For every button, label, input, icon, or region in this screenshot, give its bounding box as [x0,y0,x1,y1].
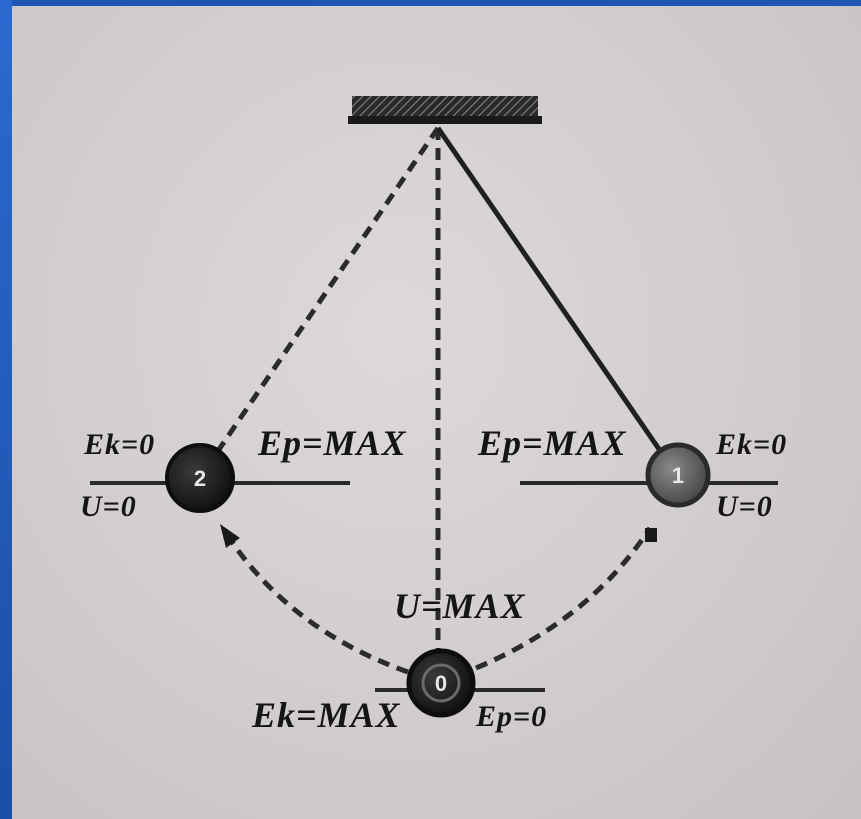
ball-left: 2 [167,445,233,511]
swing-arc-left [228,536,408,672]
ball-right: 1 [648,445,708,505]
ceiling-support-edge [348,116,542,124]
label-bottom-ep: Ep=0 [476,700,547,734]
label-left-ek: Ek=0 [84,428,155,462]
label-right-ek: Ek=0 [716,428,787,462]
ball-right-number: 1 [672,463,684,488]
ball-left-number: 2 [194,466,206,491]
label-bottom-u: U=MAX [394,585,526,627]
ball-bottom-number: 0 [435,671,447,696]
arc-end-mark-right [645,528,657,542]
string-left-dashed [205,128,438,470]
label-left-u: U=0 [80,490,137,524]
arc-arrowhead-left [220,524,240,548]
string-right-solid [438,128,672,468]
label-right-u: U=0 [716,490,773,524]
label-right-ep: Ep=MAX [478,422,627,464]
label-left-ep: Ep=MAX [258,422,407,464]
label-bottom-ek: Ek=MAX [252,694,401,736]
ball-bottom: 0 [409,651,473,715]
